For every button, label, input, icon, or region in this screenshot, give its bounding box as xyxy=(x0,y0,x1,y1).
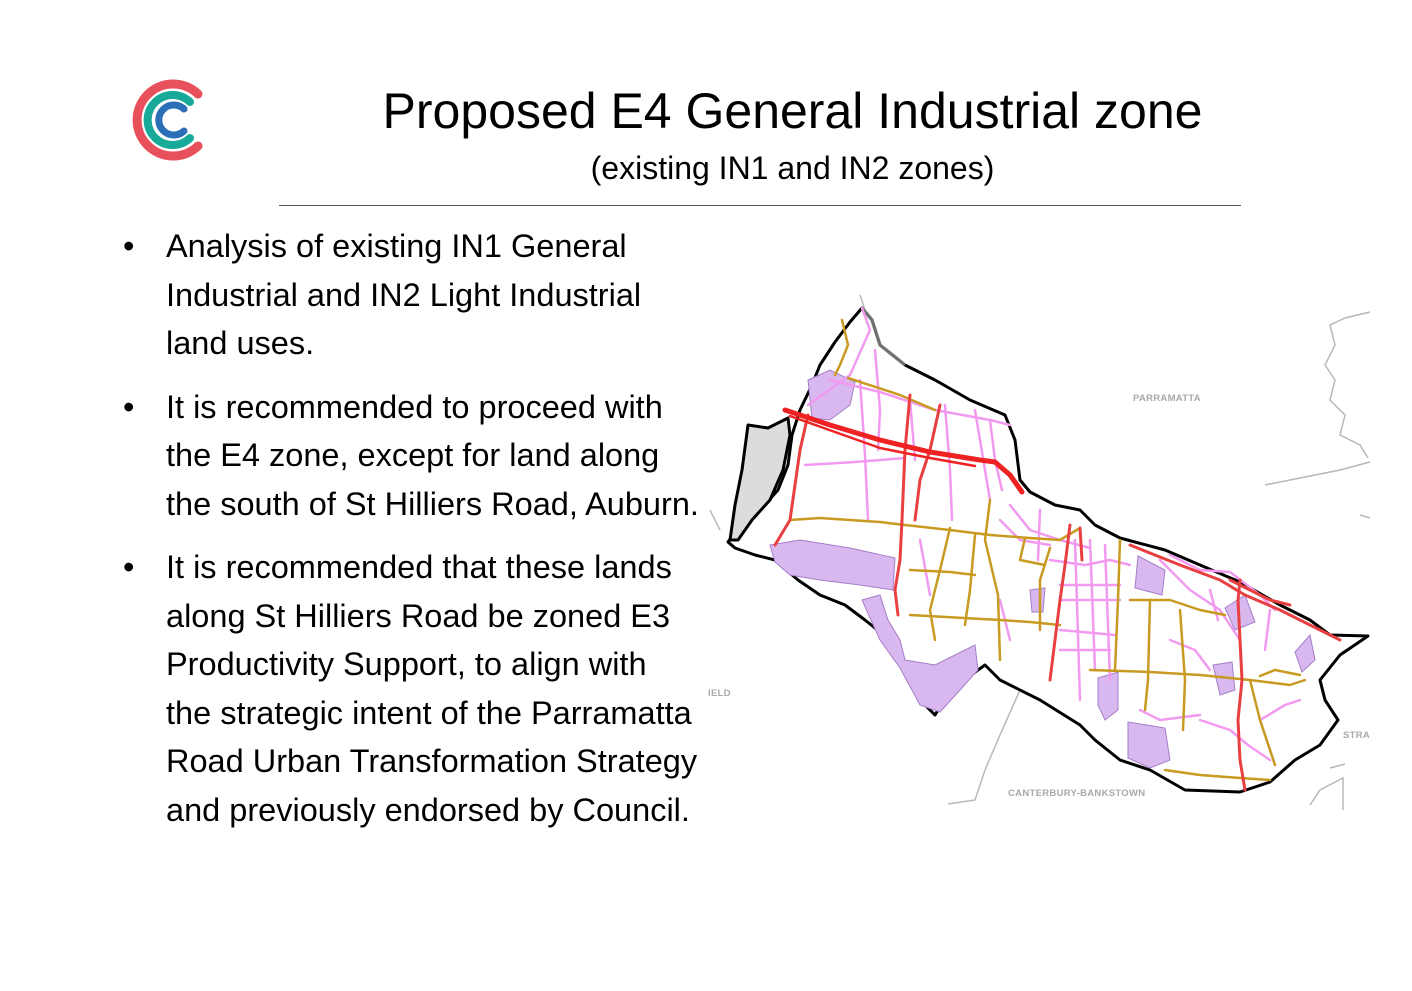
cumberland-council-logo-icon xyxy=(132,79,203,161)
map-label-strathfield-partial: STRA xyxy=(1343,730,1370,741)
industrial-land-areas xyxy=(769,369,1316,769)
bullet-text: Analysis of existing IN1 General Industr… xyxy=(166,228,642,361)
title-divider xyxy=(279,205,1241,206)
local-streets xyxy=(803,306,1302,762)
neighbouring-lga-boundaries xyxy=(709,294,1371,810)
collector-roads xyxy=(788,318,1307,782)
bullet-icon: • xyxy=(123,228,135,264)
bullet-item: • It is recommended that these lands alon… xyxy=(120,543,700,834)
slide-subtitle: (existing IN1 and IN2 zones) xyxy=(590,150,995,186)
main-roads xyxy=(773,393,1342,792)
map-label-field-partial: IELD xyxy=(708,688,731,699)
bullet-text: It is recommended to proceed with the E4… xyxy=(166,388,699,522)
bullet-list: • Analysis of existing IN1 General Indust… xyxy=(120,222,700,849)
bullet-item: • It is recommended to proceed with the E… xyxy=(120,383,700,529)
excluded-area xyxy=(728,416,792,542)
bullet-text: It is recommended that these lands along… xyxy=(166,549,698,828)
industrial-zone-map: PARRAMATTA CANTERBURY-BANKSTOWN STRA IEL… xyxy=(708,294,1371,810)
map-label-canterbury-bankstown: CANTERBURY-BANKSTOWN xyxy=(1008,788,1145,799)
bullet-item: • Analysis of existing IN1 General Indust… xyxy=(120,222,700,368)
motorway xyxy=(782,407,1025,495)
bullet-icon: • xyxy=(123,549,135,585)
map-label-parramatta: PARRAMATTA xyxy=(1133,393,1201,404)
bullet-icon: • xyxy=(123,388,135,425)
slide-title: Proposed E4 General Industrial zone xyxy=(382,83,1203,139)
